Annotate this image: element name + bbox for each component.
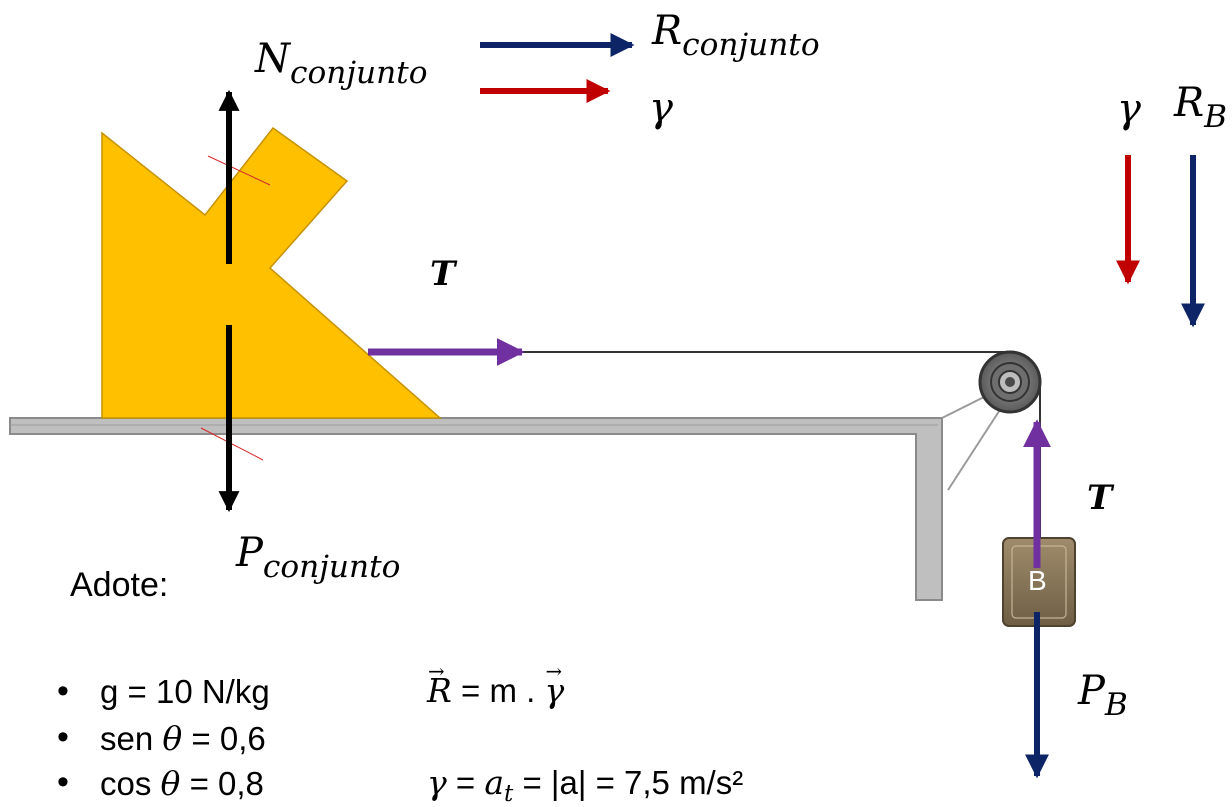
rope <box>440 351 1041 538</box>
label-tension-vertical: T <box>1087 478 1113 518</box>
label-tension-horizontal: T <box>430 254 456 294</box>
pulley <box>978 350 1042 414</box>
adote-item-g: g = 10 N/kg <box>100 673 270 710</box>
label-n-conjunto: Nconjunto <box>255 36 428 91</box>
label-r-conjunto: Rconjunto <box>652 8 820 63</box>
label-gamma-right: γ <box>1117 86 1141 132</box>
label-p-b: PB <box>1078 668 1128 723</box>
label-r-b: RB <box>1174 80 1228 135</box>
bullet-sen: • <box>57 718 69 756</box>
adote-title: Adote: <box>70 566 169 604</box>
red-mark-top <box>207 155 271 186</box>
label-block-b: B <box>1028 565 1047 596</box>
wedge-conjunto <box>101 126 442 419</box>
equation-acceleration: γ = at = |a| = 7,5 m/s² <box>427 763 744 807</box>
label-gamma-top: γ <box>649 85 673 131</box>
adote-item-sen: sen θ = 0,6 <box>100 719 266 758</box>
bullet-g: • <box>57 672 69 710</box>
bullet-cos: • <box>57 763 69 801</box>
label-p-conjunto: Pconjunto <box>236 530 401 585</box>
adote-item-cos: cos θ = 0,8 <box>100 764 264 803</box>
equation-newton: R = m . γ <box>427 660 564 710</box>
